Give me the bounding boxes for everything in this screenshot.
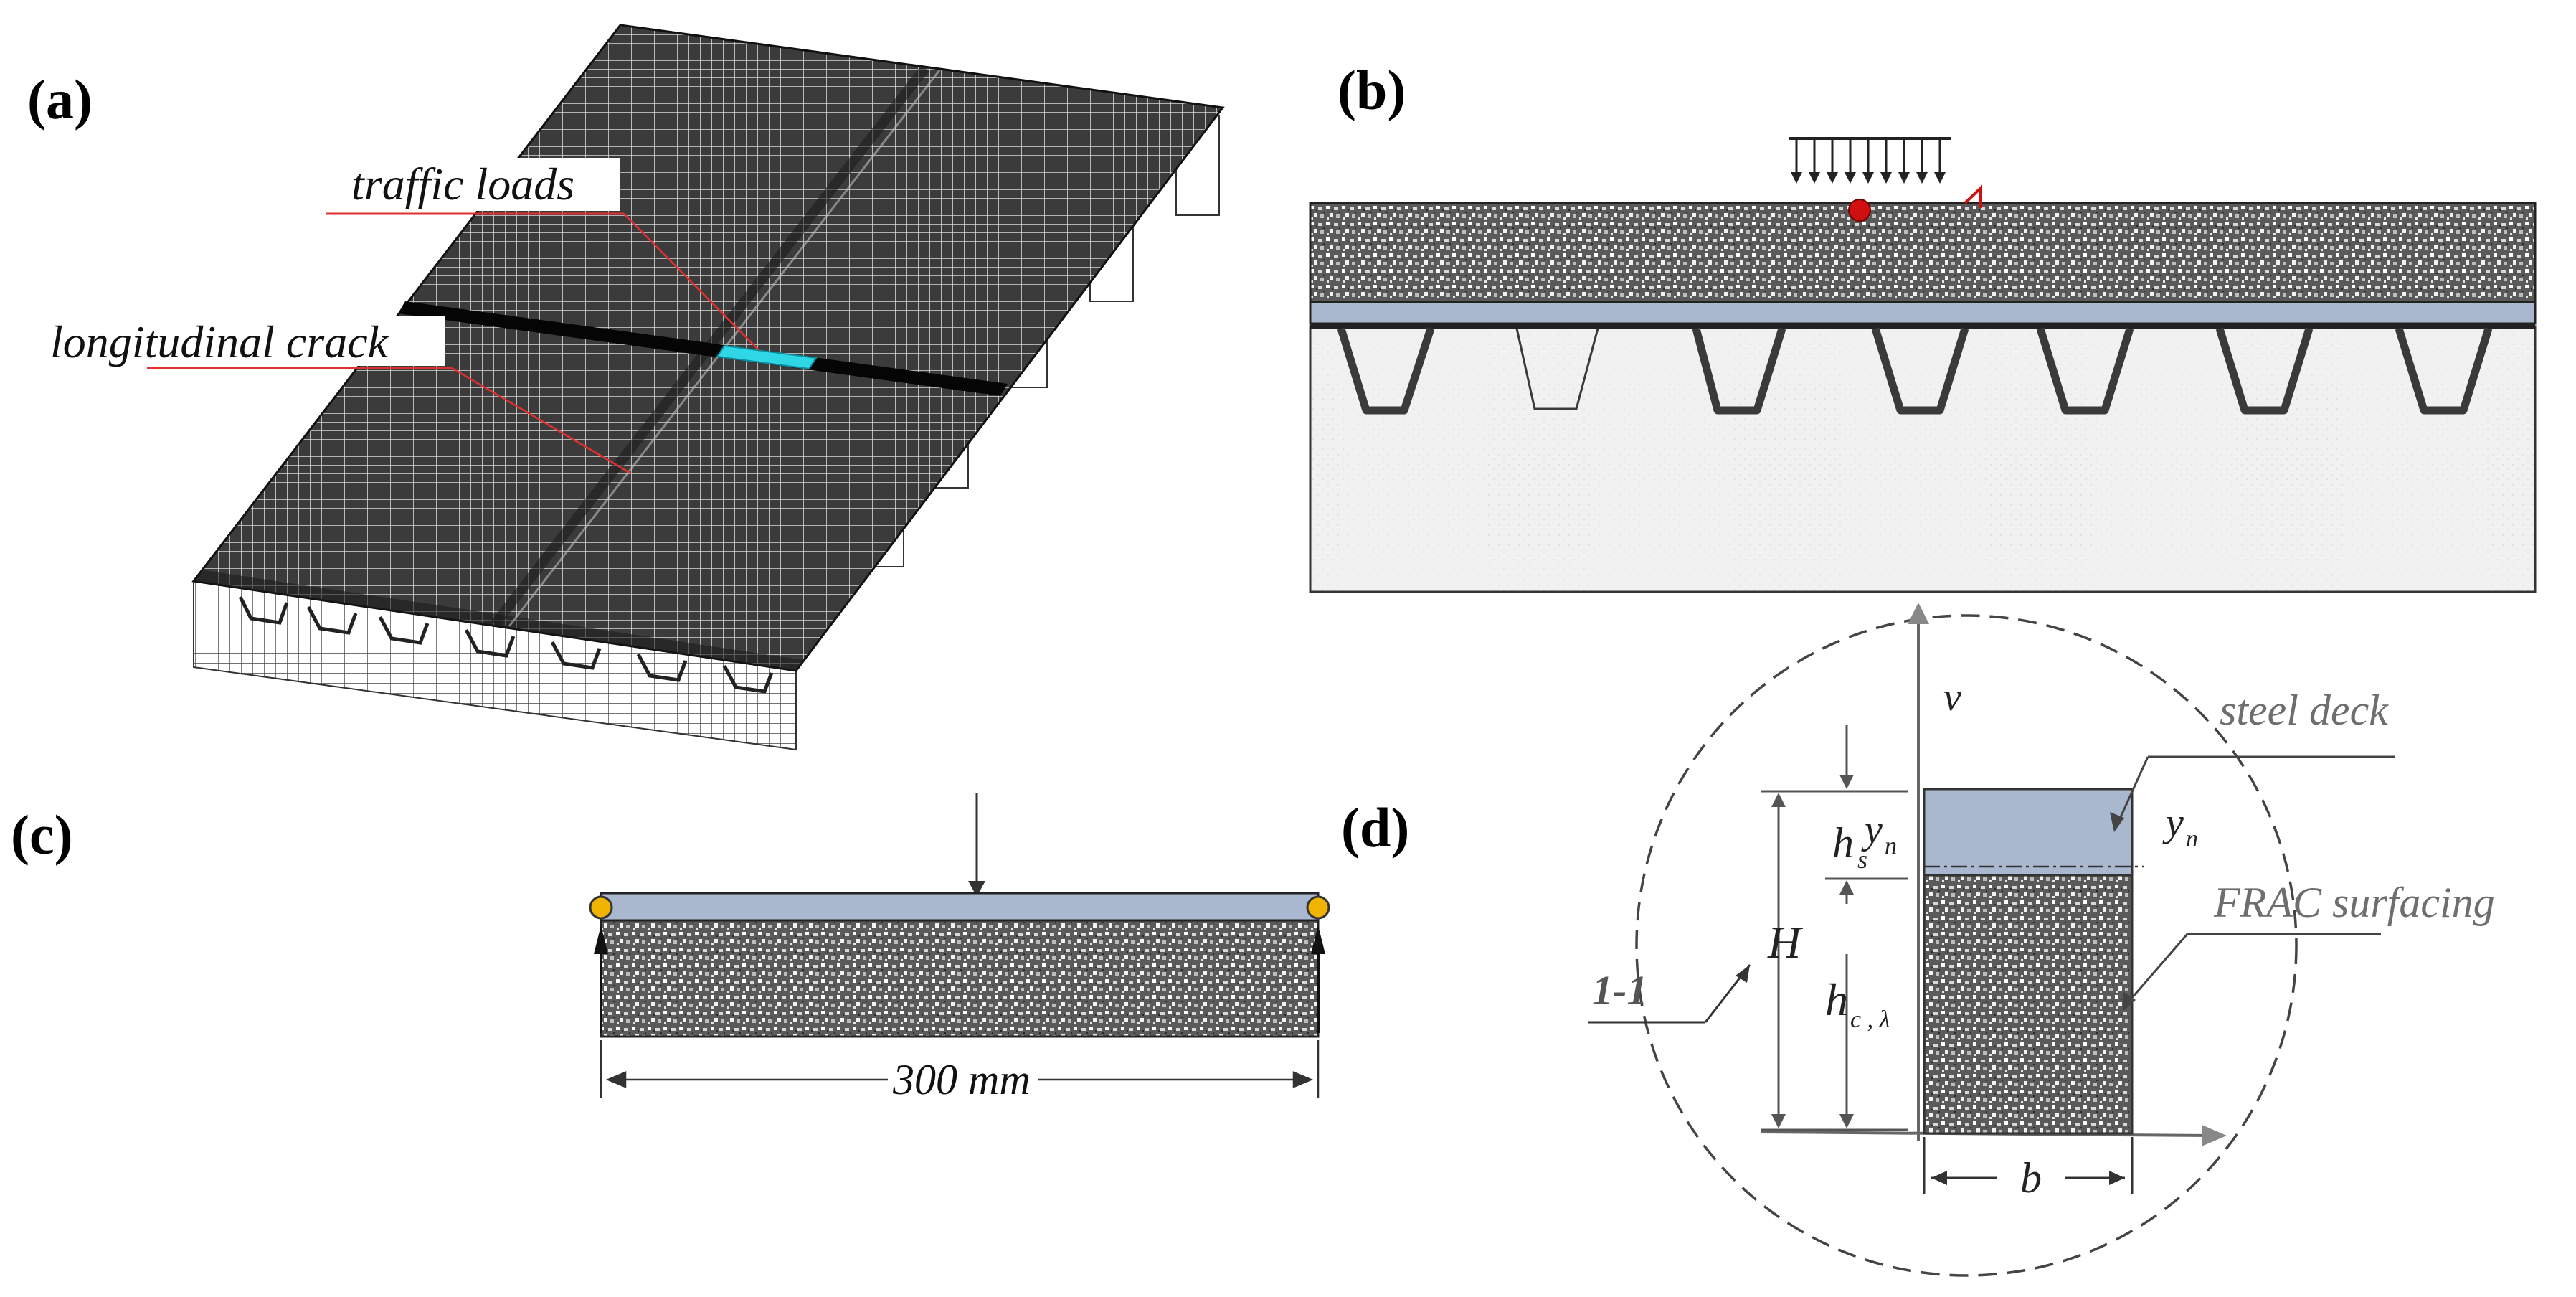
box-girder-interior: [1309, 325, 2537, 593]
u-rib-highlight: [1515, 328, 1599, 410]
hc-label: h: [1825, 974, 1848, 1025]
beam-surfacing: [600, 919, 1320, 1038]
surfacing-layer: [1309, 202, 2537, 303]
hs-label: h: [1832, 819, 1854, 867]
H-label: H: [1767, 917, 1804, 968]
beam-steel-plate: [600, 892, 1320, 922]
yn-label-right: y: [2162, 801, 2184, 845]
section-cut-mark: [1964, 184, 1982, 208]
panel-c-label: (c): [11, 803, 73, 866]
frac-surfacing-label: FRAC surfacing: [2213, 879, 2495, 926]
detail-circle: [1635, 614, 2298, 1277]
traffic-loads-label: traffic loads: [351, 159, 574, 209]
distributed-load: [1789, 137, 1951, 184]
left-reaction-arrow: [594, 925, 608, 954]
panel-d: (d) 1-1 v steel deck FRAC surfacing: [1341, 603, 2495, 1277]
panel-a: (a): [27, 24, 1225, 751]
hc-subscript: c , λ: [1850, 1006, 1890, 1033]
section-mark-label: 1-1: [1592, 967, 1647, 1014]
H-dimension: [1761, 790, 1908, 1131]
panel-a-label: (a): [27, 68, 93, 131]
v-axis-label: v: [1943, 675, 1961, 720]
steel-deck-label: steel deck: [2220, 687, 2389, 734]
right-support: [1306, 895, 1330, 920]
point-load-head: [968, 881, 985, 897]
u-ribs: [1337, 327, 2493, 415]
panel-d-label: (d): [1341, 796, 1409, 859]
panel-c: (c) 300 mm: [11, 793, 1330, 1103]
panel-b-label: (b): [1337, 59, 1406, 121]
panel-b: (b): [1309, 59, 2537, 593]
loaded-patch: [716, 344, 818, 370]
b-label: b: [2020, 1154, 2042, 1202]
steel-deck-plate: [1309, 301, 2537, 325]
callout-traffic-loads: traffic loads: [326, 158, 759, 351]
section-steel-deck: [1923, 788, 2134, 877]
load-point-marker: [1848, 199, 1871, 222]
yn-subscript-left: n: [1885, 833, 1897, 859]
longitudinal-crack-label: longitudinal crack: [50, 316, 389, 367]
callout-longitudinal-crack: longitudinal crack: [43, 316, 632, 475]
yn-subscript-right: n: [2186, 826, 2198, 852]
section-frac-surfacing: [1923, 874, 2134, 1135]
span-label: 300 mm: [892, 1056, 1031, 1103]
transverse-load-band: [398, 301, 1008, 396]
hs-subscript: s: [1857, 845, 1867, 874]
front-ribs: [238, 595, 774, 694]
left-support: [589, 895, 613, 920]
yn-label-left: y: [1861, 808, 1883, 852]
right-reaction-arrow: [1311, 925, 1325, 954]
